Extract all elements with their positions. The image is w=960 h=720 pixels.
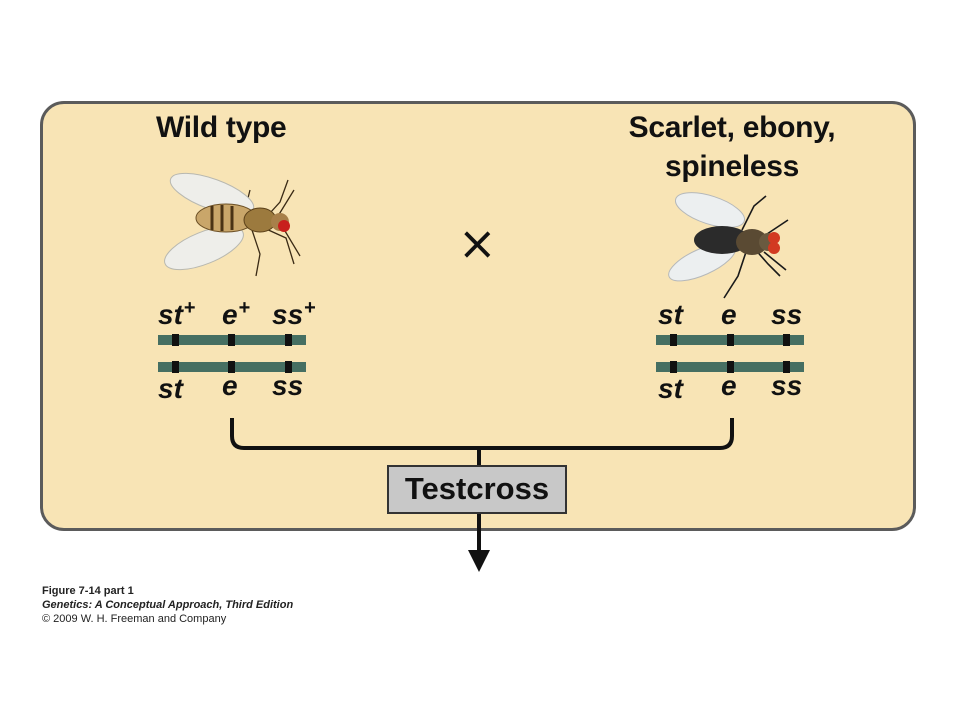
locus-marker: [670, 361, 677, 373]
locus-marker: [228, 361, 235, 373]
scarlet-ebony-spineless-fly-image: [668, 192, 789, 299]
mutant-heading-line2: spineless: [664, 150, 800, 183]
left-bottom-allele-e: e: [222, 370, 238, 401]
locus-marker: [285, 361, 292, 373]
book-caption: Genetics: A Conceptual Approach, Third E…: [42, 599, 294, 611]
cross-symbol: ×: [458, 216, 497, 270]
mutant-heading-line1: Scarlet, ebony,: [628, 111, 836, 144]
left-chromosome-bottom: [158, 361, 306, 373]
locus-marker: [172, 361, 179, 373]
locus-marker: [670, 334, 677, 346]
left-bottom-allele-ss: ss: [272, 370, 304, 401]
right-bottom-allele-e: e: [721, 370, 737, 401]
locus-marker: [727, 361, 734, 373]
right-bottom-allele-st: st: [658, 373, 683, 404]
left-top-allele-e: e+: [222, 297, 251, 330]
left-chromosome-top: [158, 334, 306, 346]
locus-marker: [783, 361, 790, 373]
testcross-label: Testcross: [404, 471, 550, 506]
locus-marker: [727, 334, 734, 346]
right-top-allele-ss: ss: [771, 299, 803, 330]
left-top-allele-st: st+: [158, 297, 196, 330]
wild-type-fly-image: [164, 172, 301, 277]
left-bottom-allele-st: st: [158, 373, 183, 404]
locus-marker: [172, 334, 179, 346]
copyright-caption: © 2009 W. H. Freeman and Company: [42, 613, 227, 625]
wild-type-heading: Wild type: [156, 111, 287, 144]
testcross-label-box: Testcross: [387, 465, 567, 514]
locus-marker: [285, 334, 292, 346]
figure-caption: Figure 7-14 part 1: [42, 585, 134, 597]
locus-marker: [228, 334, 235, 346]
left-top-allele-ss: ss+: [272, 297, 316, 330]
right-chromosome-bottom: [656, 361, 804, 373]
right-top-allele-e: e: [721, 299, 737, 330]
right-top-allele-st: st: [658, 299, 683, 330]
locus-marker: [783, 334, 790, 346]
right-chromosome-top: [656, 334, 804, 346]
right-bottom-allele-ss: ss: [771, 370, 803, 401]
